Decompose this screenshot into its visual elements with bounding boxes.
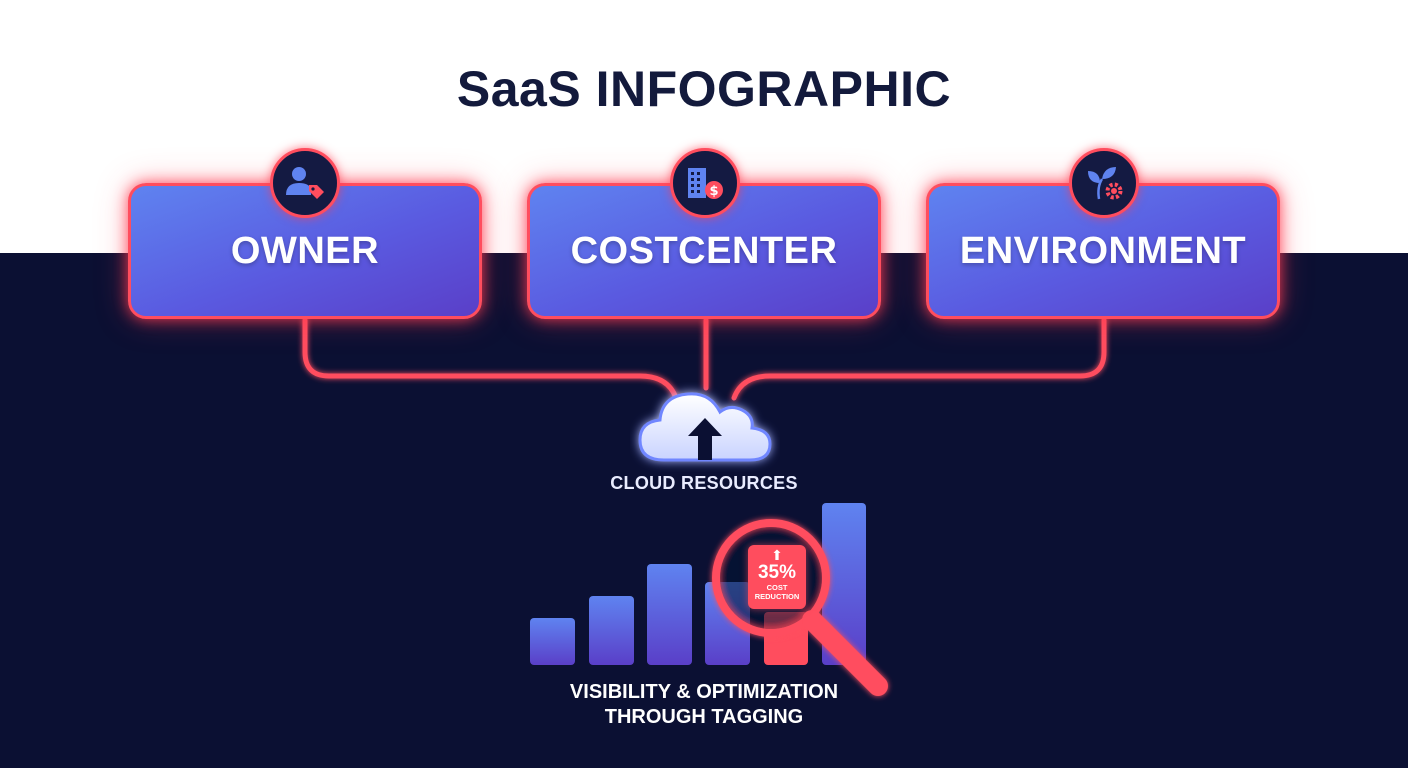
tag-label-costcenter: COSTCENTER (570, 229, 838, 272)
graphic-bar-6 (822, 503, 866, 665)
up-arrow-icon: ⬆ (771, 547, 783, 563)
leaf-gear-icon (1088, 167, 1123, 200)
graphic-bar-1 (530, 618, 575, 665)
graphic-bar-2 (589, 596, 634, 665)
costcenter-badge: $ (670, 148, 740, 218)
connector-environment (731, 317, 1107, 401)
caption-line-1: VISIBILITY & OPTIMIZATION (569, 681, 839, 703)
owner-badge (270, 148, 340, 218)
cost-reduction-line1: COST (766, 583, 788, 592)
cloud-resources-label: CLOUD RESOURCES (610, 473, 798, 493)
cloud-resources-node (630, 382, 780, 474)
connector-owner (302, 317, 679, 401)
caption-line-2: THROUGH TAGGING (604, 706, 804, 728)
cost-reduction-badge: ⬆ 35% COST REDUCTION (748, 545, 806, 609)
environment-badge (1069, 148, 1139, 218)
user-tag-icon (286, 167, 324, 199)
building-dollar-icon: $ (688, 168, 723, 199)
graphic-bar-3 (647, 564, 692, 665)
page-title: SaaS INFOGRAPHIC (456, 61, 952, 117)
cost-reduction-value: 35% (757, 562, 797, 583)
cost-reduction-line2: REDUCTION (754, 592, 800, 601)
tag-label-owner: OWNER (230, 229, 380, 272)
bottom-caption: VISIBILITY & OPTIMIZATION THROUGH TAGGIN… (504, 680, 904, 730)
svg-text:$: $ (709, 184, 718, 199)
tag-label-environment: ENVIRONMENT (959, 229, 1247, 272)
cloud-upload-icon (638, 392, 772, 462)
